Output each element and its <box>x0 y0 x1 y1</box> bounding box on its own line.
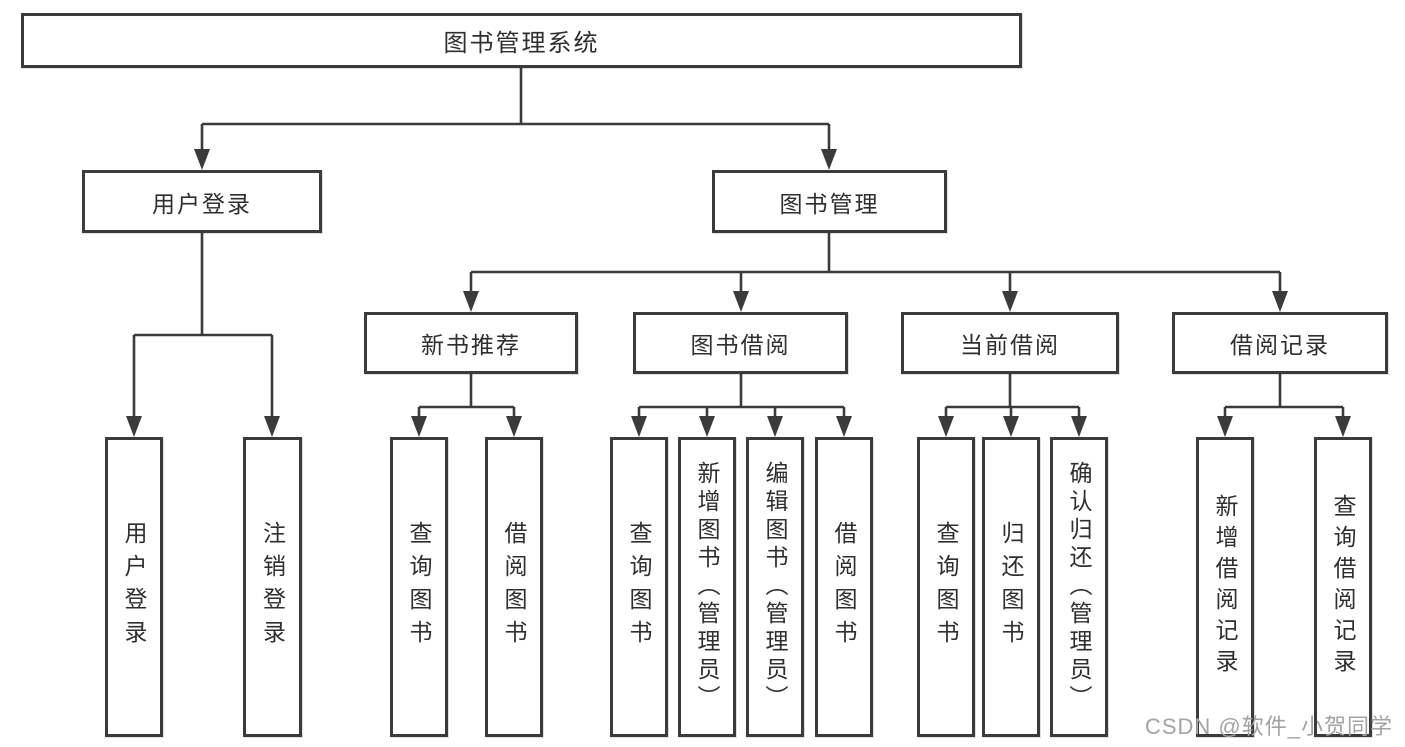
leaf-user-login-label: 用户登录 <box>121 521 147 653</box>
node-user-login: 用户登录 <box>82 170 322 233</box>
leaf-recommend-borrow-book: 借阅图书 <box>485 437 543 737</box>
node-root-label: 图书管理系统 <box>443 30 600 57</box>
node-borrow-record: 借阅记录 <box>1172 312 1388 374</box>
node-new-book-recommend-label: 新书推荐 <box>421 332 521 358</box>
leaf-current-query-book: 查询图书 <box>917 437 975 737</box>
leaf-recommend-borrow-book-label: 借阅图书 <box>501 521 527 653</box>
leaf-recommend-query-book-label: 查询图书 <box>406 521 432 653</box>
leaf-confirm-return-admin-label: 确认归还（管理员） <box>1066 461 1092 713</box>
leaf-query-borrow-record-label: 查询借阅记录 <box>1330 494 1356 680</box>
node-book-management-label: 图书管理 <box>779 190 880 217</box>
leaf-edit-book-admin: 编辑图书（管理员） <box>746 437 804 737</box>
leaf-add-borrow-record-label: 新增借阅记录 <box>1212 494 1238 680</box>
leaf-logout: 注销登录 <box>243 437 302 737</box>
node-user-login-label: 用户登录 <box>152 190 252 217</box>
node-root: 图书管理系统 <box>21 13 1022 68</box>
leaf-confirm-return-admin: 确认归还（管理员） <box>1050 437 1108 737</box>
node-book-borrow: 图书借阅 <box>633 312 848 374</box>
leaf-logout-label: 注销登录 <box>259 521 286 653</box>
leaf-current-query-book-label: 查询图书 <box>933 521 959 653</box>
leaf-add-book-admin-label: 新增图书（管理员） <box>694 461 720 713</box>
leaf-borrow-query-book-label: 查询图书 <box>626 521 652 653</box>
csdn-watermark: CSDN @软件_小贺同学 <box>1144 714 1393 739</box>
leaf-return-book: 归还图书 <box>982 437 1040 737</box>
node-book-management: 图书管理 <box>712 170 947 233</box>
node-new-book-recommend: 新书推荐 <box>364 312 578 374</box>
leaf-user-login: 用户登录 <box>105 437 163 737</box>
leaf-return-book-label: 归还图书 <box>998 521 1024 653</box>
leaf-borrow-book-label: 借阅图书 <box>831 521 857 653</box>
leaf-edit-book-admin-label: 编辑图书（管理员） <box>762 461 788 713</box>
leaf-recommend-query-book: 查询图书 <box>390 437 448 737</box>
leaf-borrow-query-book: 查询图书 <box>610 437 668 737</box>
arrowheads <box>126 149 1351 437</box>
leaf-borrow-book: 借阅图书 <box>815 437 873 737</box>
node-current-borrow: 当前借阅 <box>901 312 1119 374</box>
node-borrow-record-label: 借阅记录 <box>1230 332 1330 358</box>
leaf-query-borrow-record: 查询借阅记录 <box>1314 437 1372 737</box>
node-book-borrow-label: 图书借阅 <box>690 332 791 358</box>
leaf-add-book-admin: 新增图书（管理员） <box>678 437 736 737</box>
node-current-borrow-label: 当前借阅 <box>960 332 1060 358</box>
leaf-add-borrow-record: 新增借阅记录 <box>1196 437 1254 737</box>
